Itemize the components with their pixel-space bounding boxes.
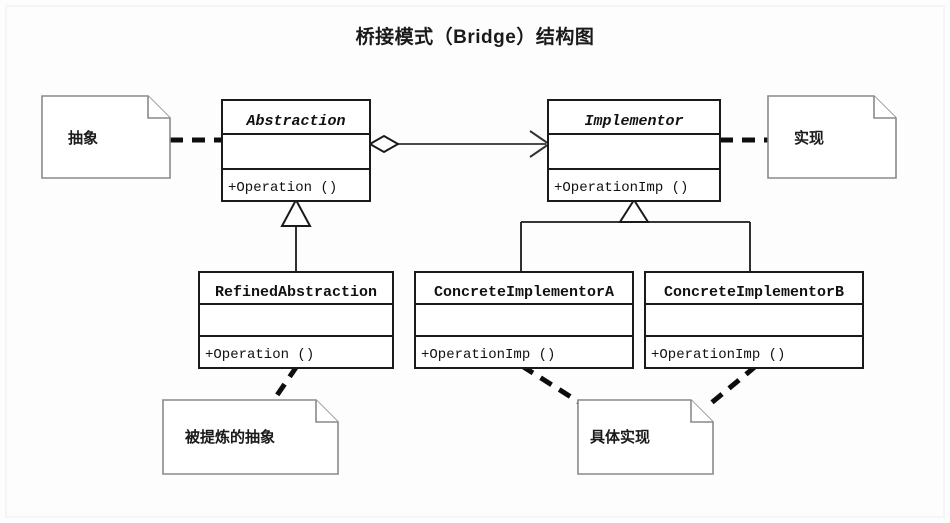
class-box-concrete-implementor-b[interactable]: ConcreteImplementorB +OperationImp () xyxy=(644,271,864,369)
relation-aggregation-abstraction-implementor xyxy=(367,130,551,158)
relation-generalization-concrete-implementors xyxy=(520,198,751,272)
class-name-refined-abstraction: RefinedAbstraction xyxy=(215,284,377,301)
anchor-note-concrete-b xyxy=(708,364,758,406)
class-box-abstraction[interactable]: Abstraction +Operation () xyxy=(221,99,371,202)
note-label-abstraction: 抽象 xyxy=(68,129,98,147)
note-refined-abstraction[interactable]: 被提炼的抽象 xyxy=(162,399,339,475)
class-box-concrete-implementor-a[interactable]: ConcreteImplementorA +OperationImp () xyxy=(414,271,634,369)
class-operation-concrete-implementor-b: +OperationImp () xyxy=(651,347,785,363)
diagram-frame xyxy=(5,5,945,518)
note-label-refined-abstraction: 被提炼的抽象 xyxy=(185,428,275,446)
class-operation-refined-abstraction: +Operation () xyxy=(205,347,314,363)
class-name-abstraction: Abstraction xyxy=(245,113,345,130)
note-label-concrete-implementation: 具体实现 xyxy=(590,428,650,446)
class-operation-implementor: +OperationImp () xyxy=(554,180,688,196)
note-concrete-implementation[interactable]: 具体实现 xyxy=(577,399,714,475)
note-abstraction[interactable]: 抽象 xyxy=(41,95,171,179)
anchor-note-refined-abstraction xyxy=(268,364,300,406)
class-operation-concrete-implementor-a: +OperationImp () xyxy=(421,347,555,363)
class-name-concrete-implementor-b: ConcreteImplementorB xyxy=(664,284,844,301)
class-box-refined-abstraction[interactable]: RefinedAbstraction +Operation () xyxy=(198,271,394,369)
note-implementation[interactable]: 实现 xyxy=(767,95,897,179)
note-label-implementation: 实现 xyxy=(794,129,824,147)
relation-note-anchors xyxy=(170,137,770,407)
class-name-concrete-implementor-a: ConcreteImplementorA xyxy=(434,284,614,301)
class-name-implementor: Implementor xyxy=(584,113,683,130)
class-operation-abstraction: +Operation () xyxy=(228,180,337,196)
anchor-note-concrete-a xyxy=(520,363,584,407)
page-title: 桥接模式（Bridge）结构图 xyxy=(355,27,595,48)
class-box-implementor[interactable]: Implementor +OperationImp () xyxy=(547,99,721,202)
relation-generalization-refined-abstraction xyxy=(280,197,312,272)
